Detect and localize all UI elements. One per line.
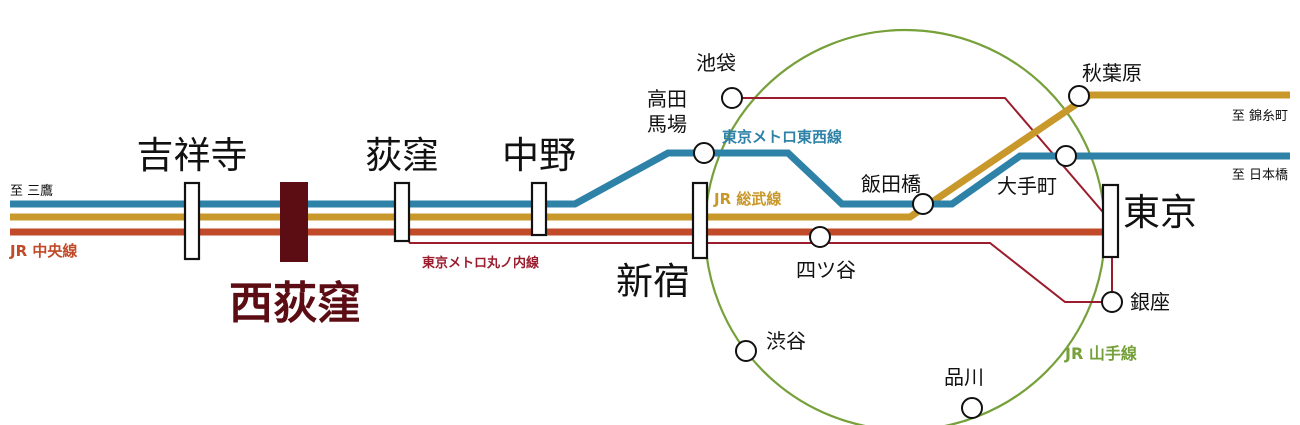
nakano-station-name: 中野 — [502, 134, 576, 177]
ogikubo-station-marker — [393, 181, 411, 243]
sobu-line — [10, 91, 1290, 221]
direction-kinshicho: 至 錦糸町 — [1232, 108, 1288, 124]
akihabara-station-marker — [1068, 85, 1090, 107]
shinagawa-station-marker — [961, 397, 983, 419]
yotsuya-station-marker — [809, 226, 831, 248]
iidabashi-station-name: 飯田橋 — [861, 172, 921, 196]
direction-nihonbashi: 至 日本橋 — [1232, 168, 1288, 183]
shibuya-station-name: 渋谷 — [766, 329, 806, 353]
chuo-line-label: JR 中央線 — [9, 242, 77, 260]
ikebukuro-station-name: 池袋 — [696, 51, 736, 75]
nakano-station-marker — [530, 181, 548, 237]
marunouchi-line-label: 東京メトロ丸ノ内線 — [422, 255, 540, 271]
otemachi-station-marker — [1055, 145, 1077, 167]
otemachi-station-name: 大手町 — [997, 174, 1057, 198]
takadanobaba-station-marker — [693, 142, 715, 164]
tokyo-station-name: 東京 — [1123, 191, 1197, 234]
kichijoji-station-name: 吉祥寺 — [137, 134, 248, 177]
shinagawa-station-name: 品川 — [944, 365, 984, 389]
ginza-station-marker — [1101, 291, 1123, 313]
tozai-line — [10, 149, 1290, 208]
yotsuya-station-name: 四ツ谷 — [796, 258, 856, 282]
shibuya-station-marker — [735, 340, 757, 362]
iidabashi-station-marker — [912, 193, 934, 215]
direction-mitaka: 至 三鷹 — [10, 184, 53, 199]
shinjuku-station-marker — [691, 181, 709, 260]
takadanobaba-station-name-line1: 高田 — [647, 87, 687, 111]
ogikubo-station-name: 荻窪 — [365, 134, 439, 177]
kichijoji-station-marker — [183, 181, 201, 261]
takadanobaba-station-name-line2: 馬場 — [647, 112, 687, 136]
yamanote-line-label: JR 山手線 — [1064, 344, 1137, 363]
nishiogikubo-station-marker — [280, 182, 308, 262]
tozai-line-label: 東京メトロ東西線 — [722, 128, 842, 146]
marunouchi-line-north — [732, 97, 1109, 219]
shinjuku-station-name: 新宿 — [616, 260, 690, 303]
ginza-station-name: 銀座 — [1130, 290, 1170, 314]
akihabara-station-name: 秋葉原 — [1082, 61, 1142, 85]
nishiogikubo-station-name: 西荻窪 — [229, 278, 361, 329]
ikebukuro-station-marker — [721, 87, 743, 109]
sobu-line-label: JR 総武線 — [713, 190, 781, 208]
yamanote-line-loop — [703, 28, 1107, 425]
tokyo-station-marker — [1101, 183, 1120, 259]
